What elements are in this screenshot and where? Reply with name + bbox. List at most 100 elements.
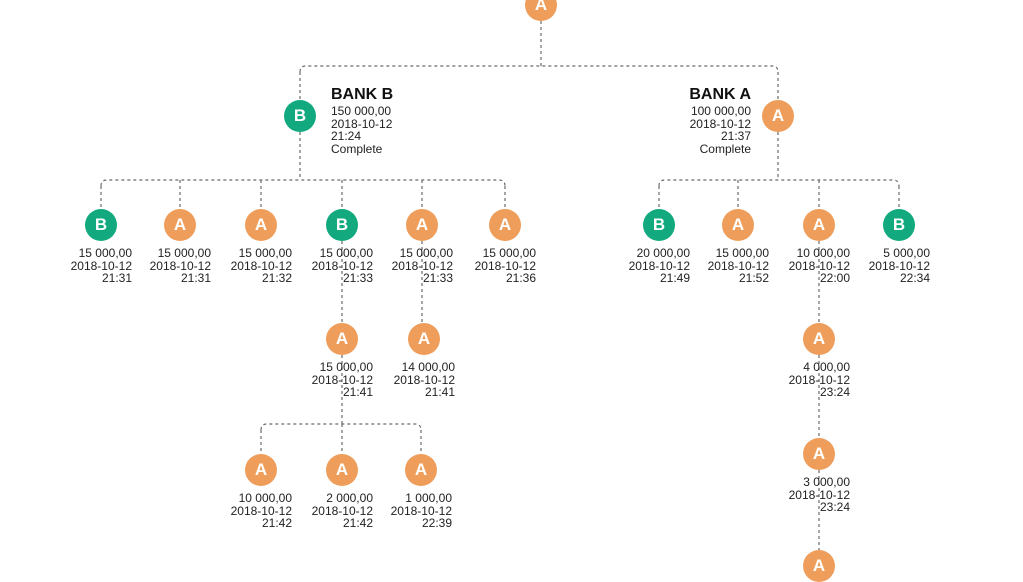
- node-root-a-icon[interactable]: A: [525, 0, 557, 21]
- node-time: 21:37: [720, 129, 751, 143]
- node-letter: A: [415, 215, 429, 234]
- node-status: Complete: [331, 141, 383, 156]
- connector-bankB: [100, 132, 506, 209]
- node-a1-b-icon[interactable]: B: [643, 209, 675, 241]
- node-status: Complete: [699, 141, 751, 156]
- node-date: 2018-10-12: [230, 503, 292, 518]
- node-amount: 10 000,00: [796, 246, 850, 260]
- node-letter: A: [335, 329, 349, 348]
- node-letter: A: [812, 329, 826, 348]
- node-amount: 14 000,00: [401, 360, 455, 374]
- node-letter: A: [254, 460, 268, 479]
- node-a3c3-a-icon[interactable]: A: [803, 550, 835, 582]
- node-letter: A: [414, 460, 428, 479]
- node-letter: B: [293, 106, 307, 125]
- connector-root: [299, 21, 779, 100]
- node-date: 2018-10-12: [331, 116, 393, 131]
- node-letter: A: [771, 106, 785, 125]
- node-letter: A: [335, 460, 349, 479]
- node-time: 21:36: [505, 271, 536, 285]
- node-letter: A: [417, 329, 431, 348]
- node-time: 21:42: [261, 516, 292, 530]
- node-amount: 1 000,00: [405, 491, 452, 505]
- node-b2-a-icon[interactable]: A: [164, 209, 196, 241]
- node-time: 23:24: [819, 500, 850, 514]
- node-letter: B: [94, 215, 108, 234]
- node-b6-a-icon[interactable]: A: [489, 209, 521, 241]
- node-amount: 100 000,00: [690, 104, 751, 118]
- node-date: 2018-10-12: [689, 116, 751, 131]
- node-g1-a-icon[interactable]: A: [245, 454, 277, 486]
- node-date: 2018-10-12: [390, 503, 452, 518]
- node-date: 2018-10-12: [788, 372, 850, 387]
- node-amount: 4 000,00: [803, 360, 850, 374]
- bank-name: BANK A: [689, 86, 751, 103]
- node-a4-b-icon[interactable]: B: [883, 209, 915, 241]
- node-time: 21:52: [738, 271, 769, 285]
- node-letter: A: [254, 215, 268, 234]
- node-bankA-a-icon[interactable]: A: [762, 100, 794, 132]
- node-b5-a-icon[interactable]: A: [406, 209, 438, 241]
- node-b1-b-icon[interactable]: B: [85, 209, 117, 241]
- node-date: 2018-10-12: [149, 258, 211, 273]
- node-b5c-a-icon[interactable]: A: [408, 323, 440, 355]
- node-date: 2018-10-12: [868, 258, 930, 273]
- node-b3-a-icon[interactable]: A: [245, 209, 277, 241]
- node-amount: 15 000,00: [399, 246, 453, 260]
- node-amount: 10 000,00: [238, 491, 292, 505]
- node-amount: 15 000,00: [238, 246, 292, 260]
- node-time: 21:41: [424, 385, 455, 399]
- node-a3-a-icon[interactable]: A: [803, 209, 835, 241]
- node-amount: 15 000,00: [319, 246, 373, 260]
- node-amount: 15 000,00: [715, 246, 769, 260]
- node-amount: 15 000,00: [319, 360, 373, 374]
- node-amount: 20 000,00: [636, 246, 690, 260]
- node-time: 21:41: [342, 385, 373, 399]
- node-time: 21:31: [180, 271, 211, 285]
- node-time: 22:00: [819, 271, 850, 285]
- node-letter: B: [892, 215, 906, 234]
- node-amount: 15 000,00: [157, 246, 211, 260]
- node-date: 2018-10-12: [707, 258, 769, 273]
- node-time: 21:33: [342, 271, 373, 285]
- node-date: 2018-10-12: [391, 258, 453, 273]
- node-date: 2018-10-12: [311, 503, 373, 518]
- node-letter: A: [731, 215, 745, 234]
- node-a3c1-a-icon[interactable]: A: [803, 323, 835, 355]
- node-date: 2018-10-12: [230, 258, 292, 273]
- node-date: 2018-10-12: [788, 258, 850, 273]
- node-bankB-b-icon[interactable]: B: [284, 100, 316, 132]
- bank-name: BANK B: [331, 86, 394, 103]
- node-letter: A: [812, 444, 826, 463]
- node-letter: A: [812, 215, 826, 234]
- node-time: 21:32: [261, 271, 292, 285]
- node-date: 2018-10-12: [311, 372, 373, 387]
- node-time: 21:24: [331, 129, 362, 143]
- node-b4c-a-icon[interactable]: A: [326, 323, 358, 355]
- node-g2-a-icon[interactable]: A: [326, 454, 358, 486]
- node-g3-a-icon[interactable]: A: [405, 454, 437, 486]
- node-date: 2018-10-12: [788, 487, 850, 502]
- node-time: 21:49: [659, 271, 690, 285]
- node-time: 22:39: [421, 516, 452, 530]
- node-b4-b-icon[interactable]: B: [326, 209, 358, 241]
- node-amount: 150 000,00: [331, 104, 392, 118]
- node-letter: A: [173, 215, 187, 234]
- node-a2-a-icon[interactable]: A: [722, 209, 754, 241]
- node-a3c2-a-icon[interactable]: A: [803, 438, 835, 470]
- node-amount: 15 000,00: [482, 246, 536, 260]
- node-time: 21:31: [101, 271, 132, 285]
- node-letter: A: [498, 215, 512, 234]
